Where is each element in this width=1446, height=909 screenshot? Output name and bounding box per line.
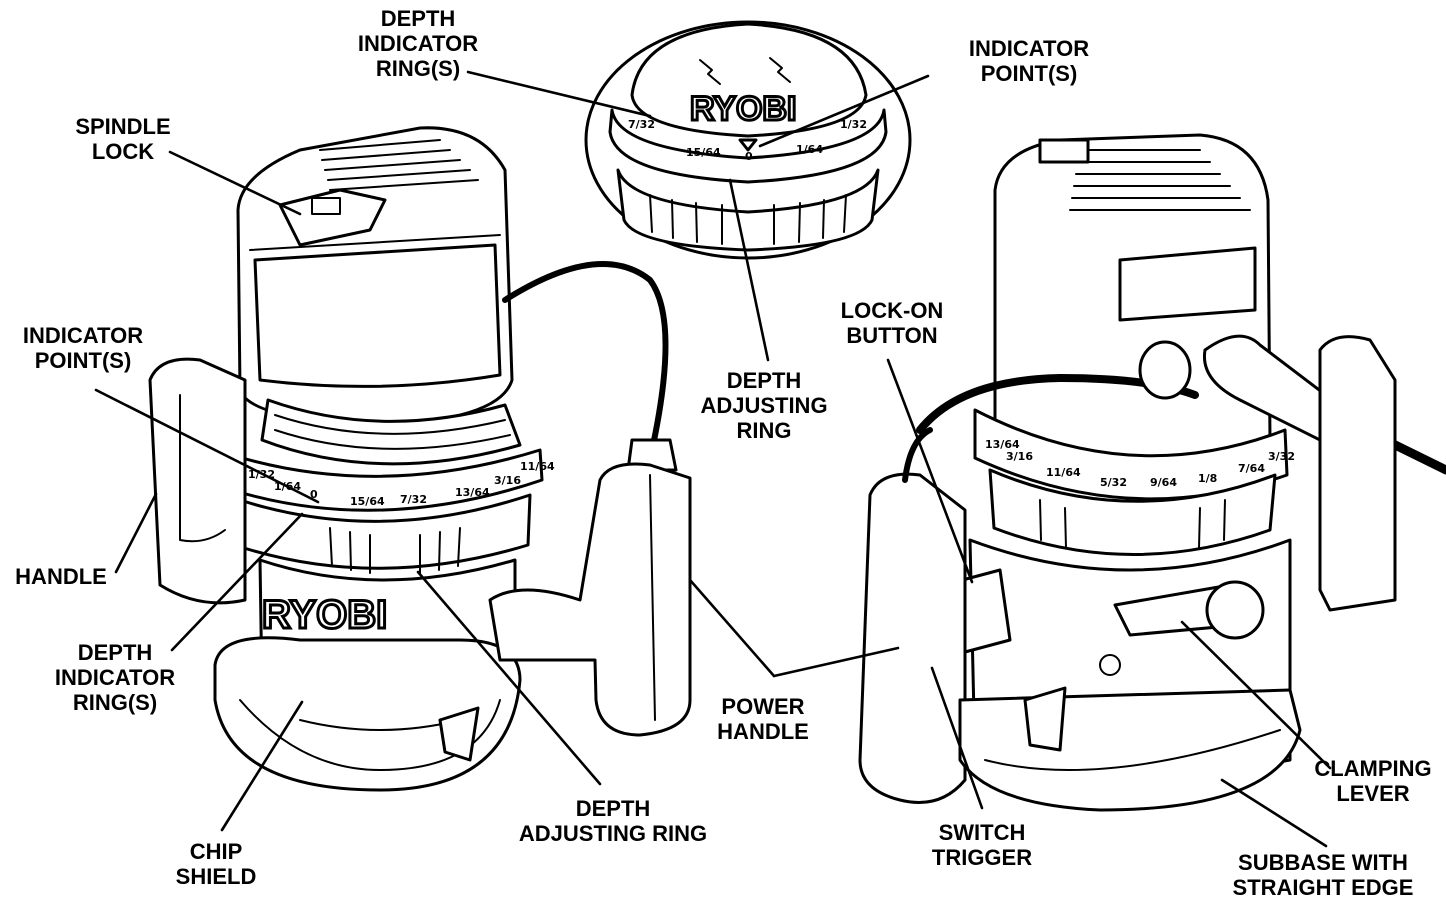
svg-text:0: 0	[745, 150, 753, 163]
label-handle: HANDLE	[15, 564, 107, 589]
svg-text:7/32: 7/32	[628, 118, 655, 131]
svg-text:3/32: 3/32	[1268, 450, 1295, 463]
label-power-handle: POWER HANDLE	[717, 694, 809, 744]
svg-text:11/64: 11/64	[1046, 466, 1081, 479]
svg-text:13/64: 13/64	[455, 486, 490, 499]
svg-text:1/32: 1/32	[840, 118, 867, 131]
svg-text:15/64: 15/64	[686, 146, 721, 159]
label-subbase-straight-edge: SUBBASE WITH STRAIGHT EDGE	[1232, 850, 1414, 900]
svg-text:13/64: 13/64	[985, 438, 1020, 451]
svg-text:1/64: 1/64	[796, 143, 823, 156]
svg-text:7/32: 7/32	[400, 493, 427, 506]
svg-text:7/64: 7/64	[1238, 462, 1265, 475]
label-chip-shield: CHIP SHIELD	[175, 839, 257, 889]
svg-text:5/32: 5/32	[1100, 476, 1127, 489]
label-switch-trigger: SWITCH TRIGGER	[931, 820, 1033, 870]
leader-lines	[94, 70, 1332, 848]
label-indicator-points-top: INDICATOR POINT(S)	[968, 36, 1090, 86]
inset-logo: RYOBI	[690, 90, 796, 128]
svg-text:15/64: 15/64	[350, 495, 385, 508]
label-depth-adjusting-ring-center: DEPTH ADJUSTING RING	[700, 368, 828, 443]
svg-text:3/16: 3/16	[494, 474, 521, 487]
right-router-view: 13/64 3/16 11/64 5/32 9/64 1/8 7/64 3/32	[858, 133, 1446, 812]
inset-scale: 7/32 15/64 0 1/64 1/32	[628, 118, 867, 163]
label-depth-adjusting-ring-bottom: DEPTH ADJUSTING RING	[518, 796, 708, 846]
svg-text:0: 0	[310, 488, 318, 501]
svg-text:1/8: 1/8	[1198, 472, 1217, 485]
left-router-view: 1/32 1/64 0 15/64 7/32 13/64 3/16 11/64 …	[148, 126, 692, 792]
svg-text:3/16: 3/16	[1006, 450, 1033, 463]
inset-detail-view: RYOBI 7/32 15/64 0 1/64 1/32	[584, 20, 912, 260]
svg-text:11/64: 11/64	[520, 460, 555, 473]
right-scale: 13/64 3/16 11/64 5/32 9/64 1/8 7/64 3/32	[985, 438, 1295, 489]
label-depth-indicator-rings-top: DEPTH INDICATOR RING(S)	[357, 6, 479, 81]
label-depth-indicator-rings-left: DEPTH INDICATOR RING(S)	[54, 640, 176, 715]
svg-text:9/64: 9/64	[1150, 476, 1177, 489]
label-lock-on-button: LOCK-ON BUTTON	[840, 298, 944, 348]
label-clamping-lever: CLAMPING LEVER	[1314, 756, 1432, 806]
label-indicator-points-left: INDICATOR POINT(S)	[22, 323, 144, 373]
left-logo: RYOBI	[262, 593, 387, 637]
label-spindle-lock: SPINDLE LOCK	[75, 114, 171, 164]
